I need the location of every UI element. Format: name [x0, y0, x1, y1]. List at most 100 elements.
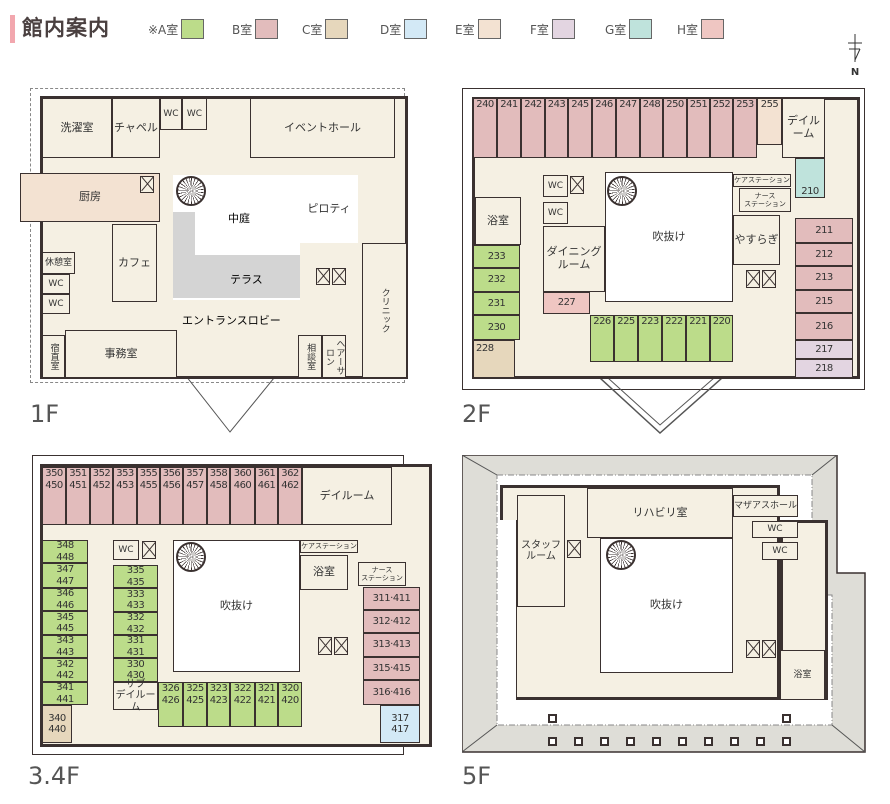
room-232[interactable]: 232 — [473, 268, 520, 292]
room-343-443[interactable]: 343 443 — [42, 635, 88, 658]
room-bath[interactable]: 浴室 — [475, 197, 521, 245]
room-323-423[interactable]: 323 423 — [207, 682, 230, 727]
room-210[interactable]: 210 — [795, 158, 825, 198]
room-255[interactable]: 255 — [757, 98, 782, 145]
room-355-455[interactable]: 355 455 — [137, 467, 160, 525]
room-event-hall[interactable]: イベントホール — [250, 98, 395, 158]
room-wc[interactable]: WC — [160, 98, 182, 130]
room-yasuragi[interactable]: やすらぎ — [733, 215, 780, 265]
room-cafe[interactable]: カフェ — [112, 224, 157, 302]
room-311-411[interactable]: 311·411 — [363, 587, 420, 610]
room-wc[interactable]: WC — [543, 202, 568, 224]
room-325-425[interactable]: 325 425 — [183, 682, 207, 727]
room-353-453[interactable]: 353 453 — [113, 467, 137, 525]
room-360-460[interactable]: 360 460 — [230, 467, 255, 525]
room-231[interactable]: 231 — [473, 292, 520, 315]
room-bath[interactable]: 浴室 — [300, 555, 348, 590]
room-226[interactable]: 226 — [590, 315, 614, 362]
room-228[interactable]: 228 — [473, 340, 515, 378]
room-office[interactable]: 事務室 — [65, 330, 177, 378]
room-246[interactable]: 246 — [592, 98, 616, 158]
room-316-416[interactable]: 316·416 — [363, 680, 420, 705]
room-clinic[interactable]: クリニック — [362, 243, 407, 378]
sub-day-room[interactable]: サブ デイルーム — [113, 679, 158, 713]
room-wc[interactable]: WC — [762, 542, 798, 560]
room-248[interactable]: 248 — [640, 98, 663, 158]
room-335-435[interactable]: 335 435 — [113, 565, 158, 588]
room-240[interactable]: 240 — [473, 98, 497, 158]
room-242[interactable]: 242 — [521, 98, 545, 158]
room-chapel[interactable]: チャペル — [112, 98, 160, 158]
room-wc[interactable]: WC — [42, 294, 70, 314]
room-351-451[interactable]: 351 451 — [66, 467, 90, 525]
room-345-445[interactable]: 345 445 — [42, 611, 88, 635]
room-233[interactable]: 233 — [473, 245, 520, 268]
staff-room[interactable]: スタッフ ルーム — [517, 495, 565, 607]
room-wc[interactable]: WC — [113, 540, 139, 560]
room-358-458[interactable]: 358 458 — [207, 467, 230, 525]
room-250[interactable]: 250 — [663, 98, 687, 158]
room-227[interactable]: 227 — [543, 292, 590, 314]
room-341-441[interactable]: 341 441 — [42, 682, 88, 705]
room-consultation[interactable]: 相談室 — [298, 335, 322, 378]
room-217[interactable]: 217 — [795, 340, 853, 359]
room-bath[interactable]: 浴室 — [780, 650, 825, 700]
room-215[interactable]: 215 — [795, 290, 853, 313]
room-212[interactable]: 212 — [795, 243, 853, 266]
room-320-420[interactable]: 320 420 — [278, 682, 302, 727]
room-wc[interactable]: WC — [182, 98, 207, 130]
day-room[interactable]: デイルーム — [782, 98, 825, 158]
room-333-433[interactable]: 333 433 — [113, 588, 158, 612]
room-361-461[interactable]: 361 461 — [255, 467, 278, 525]
room-322-422[interactable]: 322 422 — [230, 682, 255, 727]
care-station[interactable]: ケアステーション — [300, 540, 358, 553]
nurse-station[interactable]: ナース ステーション — [739, 188, 791, 212]
room-laundry[interactable]: 洗濯室 — [42, 98, 112, 158]
room-230[interactable]: 230 — [473, 315, 520, 340]
room-317-417[interactable]: 317 417 — [380, 705, 420, 743]
room-wc[interactable]: WC — [752, 521, 798, 538]
mother-earth-hall[interactable]: マザアスホール — [733, 495, 798, 517]
room-213[interactable]: 213 — [795, 266, 853, 290]
room-357-457[interactable]: 357 457 — [183, 467, 207, 525]
care-station[interactable]: ケアステーション — [733, 174, 791, 187]
room-211[interactable]: 211 — [795, 218, 853, 243]
room-243[interactable]: 243 — [545, 98, 568, 158]
room-340-440[interactable]: 340 440 — [42, 705, 72, 743]
room-342-442[interactable]: 342 442 — [42, 658, 88, 682]
room-wc[interactable]: WC — [543, 175, 568, 197]
room-221[interactable]: 221 — [686, 315, 710, 362]
room-352-452[interactable]: 352 452 — [90, 467, 113, 525]
room-245[interactable]: 245 — [568, 98, 592, 158]
room-223[interactable]: 223 — [638, 315, 662, 362]
room-hair-salon[interactable]: ヘアーサロン — [322, 335, 346, 378]
room-225[interactable]: 225 — [614, 315, 638, 362]
room-220[interactable]: 220 — [710, 315, 733, 362]
room-lounge[interactable]: 休憩室 — [42, 252, 75, 274]
room-216[interactable]: 216 — [795, 313, 853, 340]
room-312-412[interactable]: 312·412 — [363, 610, 420, 633]
dining-room[interactable]: ダイニング ルーム — [543, 226, 605, 292]
room-330-430[interactable]: 330 430 — [113, 658, 158, 682]
room-222[interactable]: 222 — [662, 315, 686, 362]
room-315-415[interactable]: 315·415 — [363, 657, 420, 680]
room-252[interactable]: 252 — [710, 98, 733, 158]
room-night-duty[interactable]: 宿直室 — [42, 335, 65, 378]
room-313-413[interactable]: 313·413 — [363, 633, 420, 657]
nurse-station[interactable]: ナース ステーション — [358, 562, 406, 586]
room-348-448[interactable]: 348 448 — [42, 540, 88, 563]
room-356-456[interactable]: 356 456 — [160, 467, 183, 525]
room-rehabilitation[interactable]: リハビリ室 — [587, 488, 733, 538]
room-wc[interactable]: WC — [42, 274, 70, 294]
room-321-421[interactable]: 321 421 — [255, 682, 278, 727]
room-346-446[interactable]: 346 446 — [42, 588, 88, 611]
room-347-447[interactable]: 347 447 — [42, 563, 88, 588]
room-253[interactable]: 253 — [733, 98, 757, 158]
room-241[interactable]: 241 — [497, 98, 521, 158]
room-251[interactable]: 251 — [687, 98, 710, 158]
room-332-432[interactable]: 332 432 — [113, 612, 158, 635]
room-362-462[interactable]: 362 462 — [278, 467, 302, 525]
day-room[interactable]: デイルーム — [302, 467, 392, 525]
room-247[interactable]: 247 — [616, 98, 640, 158]
room-326-426[interactable]: 326 426 — [158, 682, 183, 727]
